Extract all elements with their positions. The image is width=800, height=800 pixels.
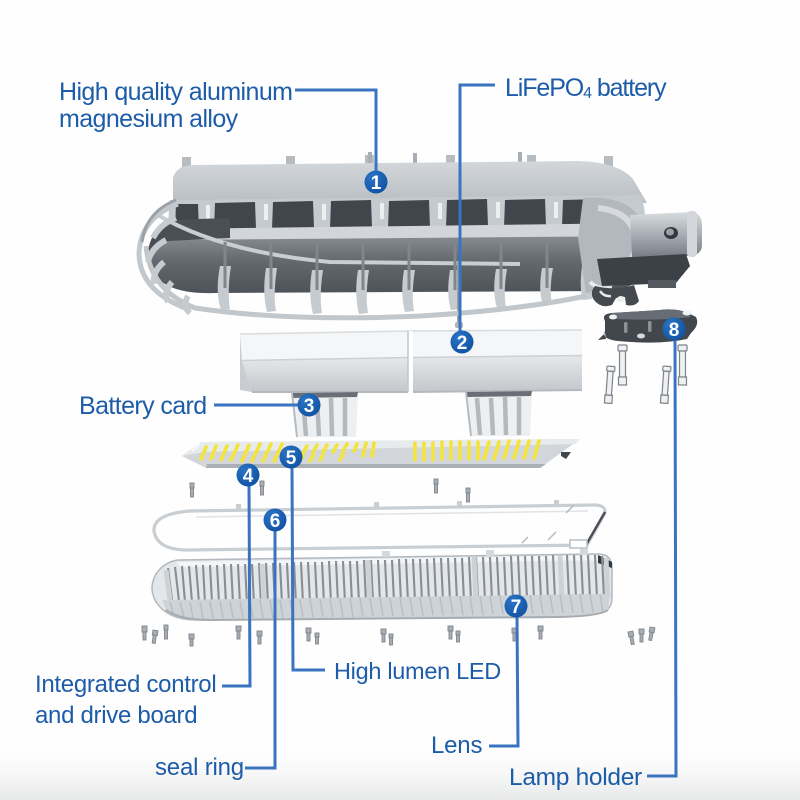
svg-text:High lumen LED: High lumen LED	[334, 658, 501, 684]
svg-text:5: 5	[286, 448, 297, 469]
svg-text:3: 3	[304, 396, 315, 417]
svg-text:magnesium alloy: magnesium alloy	[59, 105, 239, 133]
svg-text:High quality aluminum: High quality aluminum	[59, 78, 292, 106]
svg-text:Integrated control: Integrated control	[35, 671, 216, 698]
svg-text:6: 6	[270, 511, 281, 532]
svg-text:Lamp holder: Lamp holder	[509, 764, 642, 791]
svg-text:and drive board: and drive board	[35, 702, 197, 729]
svg-text:seal ring: seal ring	[155, 754, 244, 781]
svg-text:4: 4	[243, 466, 254, 487]
svg-text:Battery card: Battery card	[79, 392, 207, 420]
svg-text:7: 7	[511, 597, 522, 618]
svg-text:LiFePO4 battery: LiFePO4 battery	[505, 74, 667, 102]
svg-text:2: 2	[457, 333, 468, 354]
svg-text:8: 8	[669, 320, 680, 341]
svg-text:Lens: Lens	[431, 732, 482, 759]
svg-text:1: 1	[371, 173, 382, 194]
